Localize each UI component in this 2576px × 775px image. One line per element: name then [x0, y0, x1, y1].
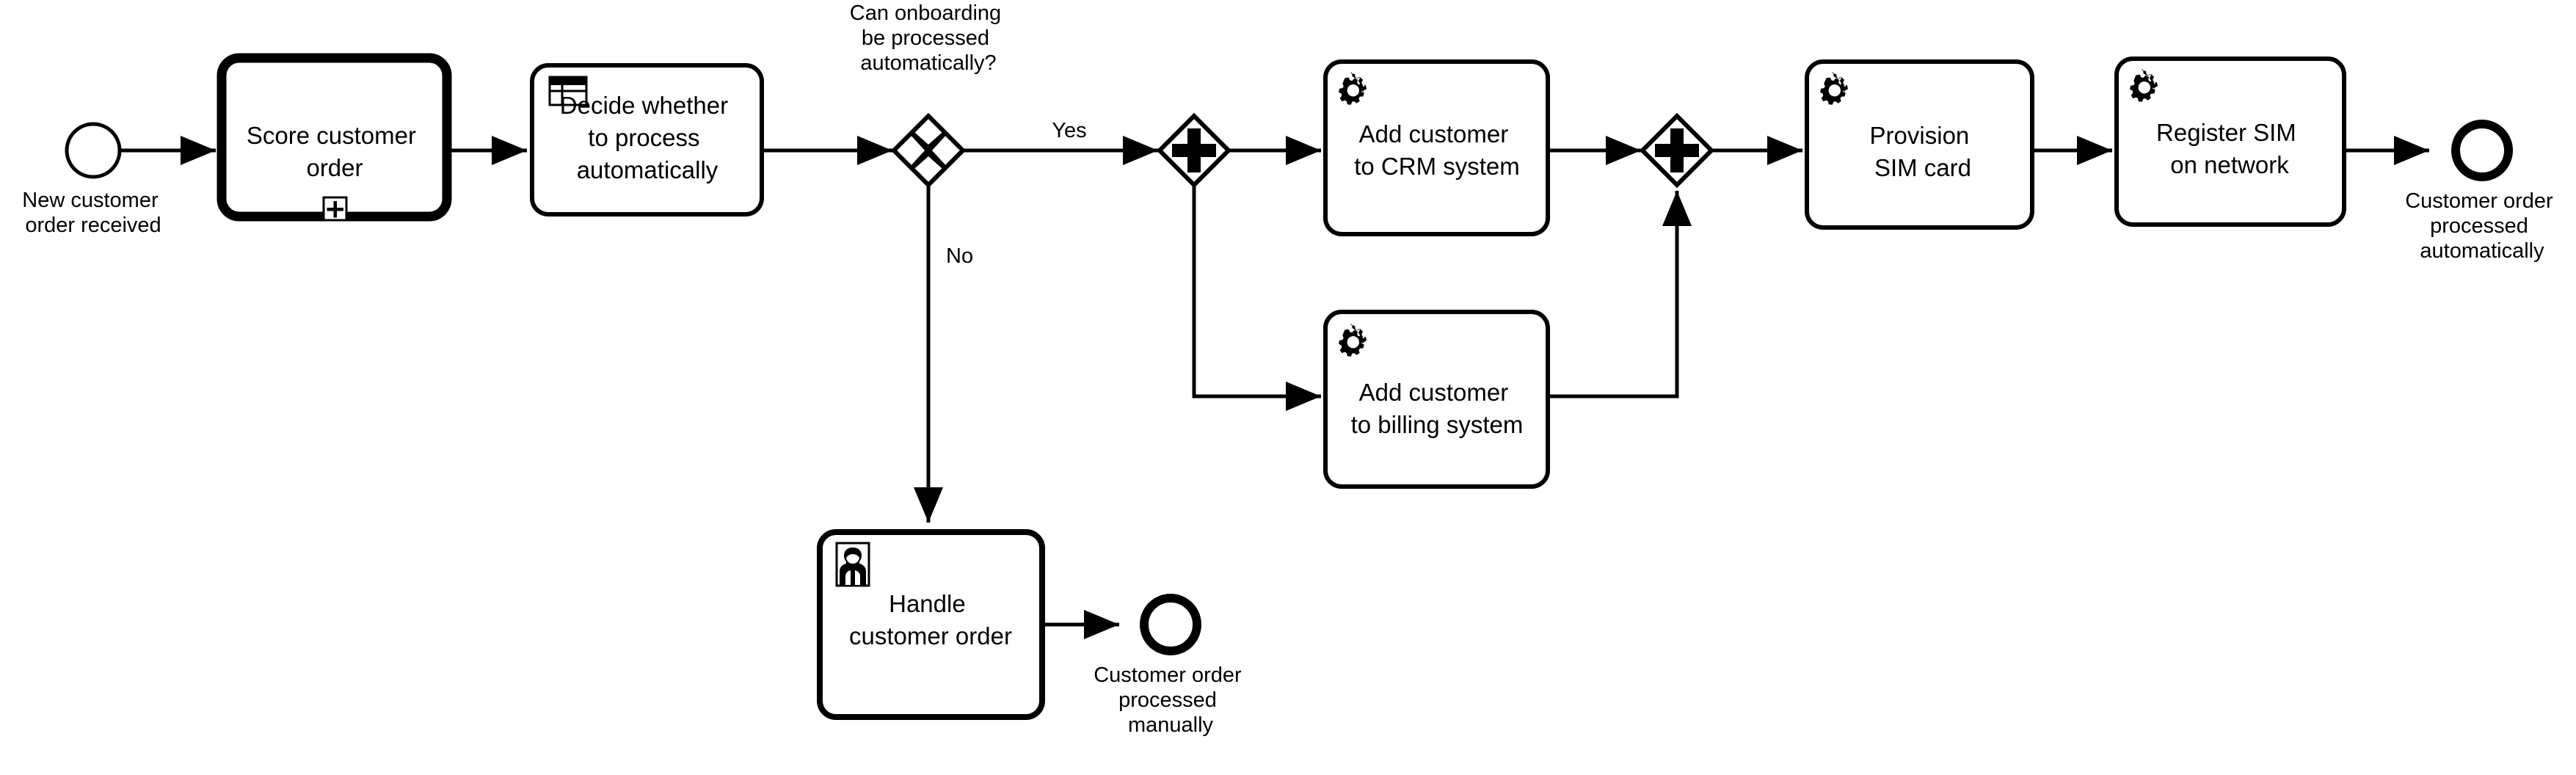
- start-event-label: New customer order received: [22, 189, 164, 237]
- task-handle-box[interactable]: [817, 529, 1045, 720]
- end-event-automatic-circle[interactable]: [2451, 120, 2513, 181]
- flow-label-no: No: [946, 244, 973, 268]
- gateway-parallel-split[interactable]: [1156, 112, 1232, 189]
- task-billing-label: Add customer to billing system: [1351, 379, 1524, 438]
- task-score-customer-order[interactable]: [217, 53, 452, 222]
- end-event-manual[interactable]: [1140, 594, 1201, 655]
- task-handle-label: Handle customer order: [849, 590, 1012, 650]
- task-provision-sim-card[interactable]: [1805, 59, 2034, 230]
- person-icon: [835, 542, 870, 587]
- task-register-sim-on-network[interactable]: [2114, 57, 2346, 227]
- flow-label-yes: Yes: [1052, 119, 1086, 142]
- start-event-circle[interactable]: [65, 122, 122, 179]
- start-event[interactable]: [65, 122, 122, 179]
- table-icon: [548, 76, 588, 106]
- task-register-box[interactable]: [2114, 57, 2346, 227]
- gateway-can-onboarding-be-processed-automatically[interactable]: [890, 112, 967, 189]
- task-register-label: Register SIM on network: [2156, 119, 2303, 178]
- parallel-join-plus-glyph: [1655, 128, 1699, 172]
- exclusive-gateway-label: Can onboarding be processed automaticall…: [850, 1, 1007, 75]
- plus-box-marker-glyph: [327, 201, 343, 218]
- task-decide-box[interactable]: [530, 63, 764, 217]
- flow-billing-to-join: [1550, 191, 1692, 399]
- gears-icon: [2130, 69, 2158, 102]
- text-layer: New customer order received Score custom…: [22, 1, 2559, 737]
- task-crm-box[interactable]: [1323, 59, 1550, 236]
- exclusive-gateway-x-glyph: [909, 133, 948, 168]
- end-event-automatic-label: Customer order processed automatically: [2405, 189, 2559, 263]
- task-billing-box[interactable]: [1323, 310, 1550, 489]
- task-add-customer-to-billing-system[interactable]: [1323, 310, 1550, 489]
- task-decide-label: Decide whether to process automatically: [560, 92, 735, 183]
- task-provision-box[interactable]: [1805, 59, 2034, 230]
- sequence-flows: [121, 136, 2429, 639]
- task-crm-label: Add customer to CRM system: [1354, 120, 1520, 180]
- task-provision-label: Provision SIM card: [1870, 122, 1976, 181]
- flow-split-to-billing: [1192, 186, 1321, 411]
- task-handle-customer-order[interactable]: [817, 529, 1045, 720]
- parallel-split-plus-glyph: [1172, 128, 1216, 172]
- task-decide-whether-to-process-automatically[interactable]: [530, 63, 764, 217]
- task-score-customer-order-label: Score customer order: [247, 122, 423, 181]
- end-event-manual-label: Customer order processed manually: [1094, 663, 1248, 737]
- gateway-parallel-join[interactable]: [1639, 112, 1715, 189]
- end-event-automatic[interactable]: [2451, 120, 2513, 181]
- end-event-manual-circle[interactable]: [1140, 594, 1201, 655]
- gears-icon: [1339, 324, 1367, 357]
- task-add-customer-to-crm-system[interactable]: [1323, 59, 1550, 236]
- gears-icon: [1820, 72, 1848, 105]
- gears-icon: [1339, 72, 1367, 105]
